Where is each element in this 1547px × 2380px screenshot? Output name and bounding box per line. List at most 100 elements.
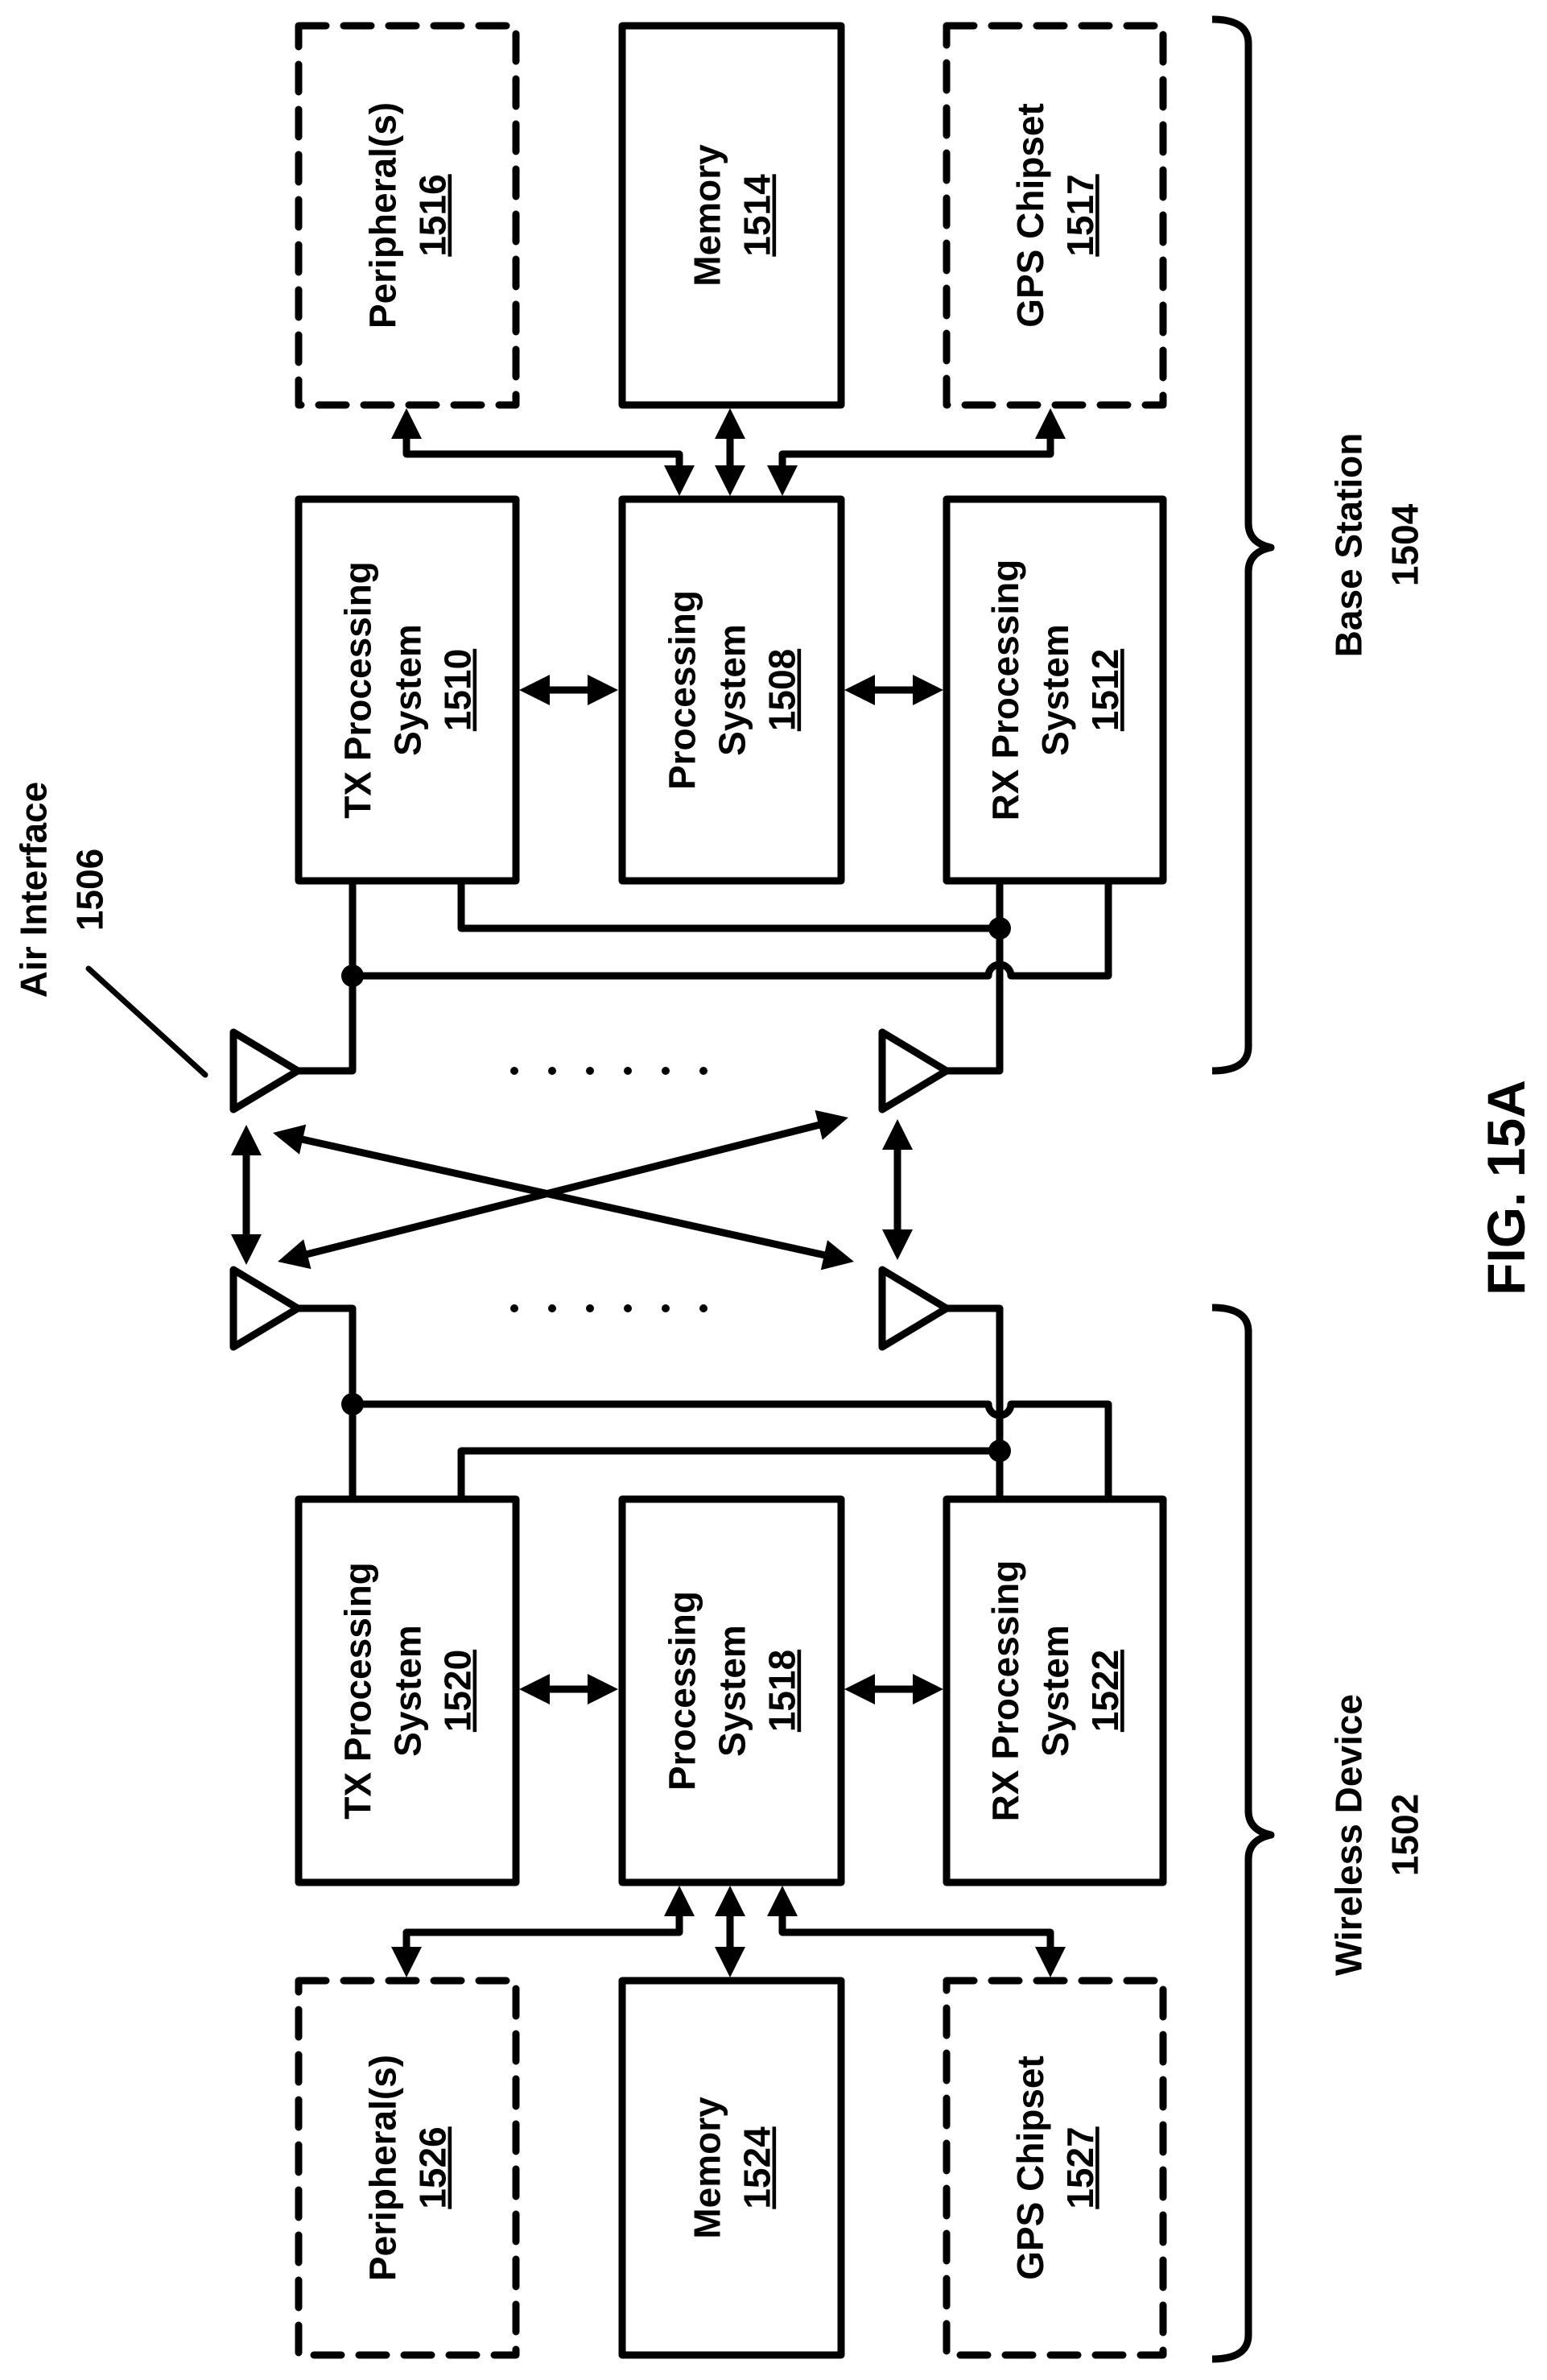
- proc-ref: 1518: [761, 1650, 803, 1732]
- bs-tx-proc-link-head-a: [519, 675, 550, 705]
- tx-label: TX Processing: [337, 1562, 379, 1820]
- rx-ref: 1512: [1084, 649, 1126, 731]
- proc-ref: 1508: [761, 649, 803, 731]
- bs-ellipsis-dot: [624, 1067, 632, 1075]
- labels: Peripheral(s)1516Memory1514GPS Chipset15…: [13, 102, 1536, 2281]
- bs-periph-proc-link: [406, 435, 679, 475]
- gps-ref: 1527: [1059, 2126, 1101, 2209]
- tx-label: System: [387, 624, 429, 756]
- bs-ellipsis-dot: [662, 1067, 670, 1075]
- air-link-right-head-b: [882, 1229, 913, 1260]
- proc-label: Processing: [662, 1591, 703, 1791]
- bs-ellipsis-dot: [548, 1067, 556, 1075]
- tx-ref: 1510: [437, 649, 479, 731]
- peripherals-label: Peripheral(s): [362, 102, 404, 328]
- tx-label: TX Processing: [337, 561, 379, 819]
- wd-periph-proc-link: [406, 1910, 679, 1955]
- tx-ref: 1520: [437, 1650, 479, 1732]
- wireless-device-ref: 1502: [1384, 1794, 1426, 1876]
- wd-gps-box: [947, 1981, 1163, 2355]
- wd-memory-box: [622, 1981, 841, 2355]
- bs-periph-head: [391, 408, 422, 439]
- air-cross-link-2-head-a: [274, 1239, 311, 1276]
- bs-memory-box: [622, 26, 841, 405]
- bs-gps-proc-link: [782, 435, 1050, 475]
- air-cross-link-2-head-b: [815, 1103, 852, 1140]
- wd-tx-proc-link-head-a: [519, 1674, 550, 1704]
- bs-ellipsis-dot: [586, 1067, 594, 1075]
- bs-ellipsis-dot: [510, 1067, 518, 1075]
- wd-tx-proc-link-head-b: [588, 1674, 618, 1704]
- peripherals-label: Peripheral(s): [362, 2055, 404, 2281]
- proc-label: System: [712, 624, 753, 756]
- bs-mem-proc-link-head-b: [715, 465, 745, 496]
- wireless-device-label-group: Wireless Device 1502: [1328, 1694, 1426, 1976]
- rx-ref: 1522: [1084, 1650, 1126, 1732]
- peripherals-ref: 1516: [412, 174, 454, 256]
- air-link-right-head-a: [882, 1119, 913, 1150]
- bs-proc-rx-link-head-a: [844, 675, 875, 705]
- boxes: [299, 26, 1163, 2355]
- wd-ellipsis-dot: [662, 1304, 670, 1312]
- bs-antenna-1: [233, 1032, 298, 1109]
- air-link-left-head-b: [231, 1234, 262, 1265]
- air-interface-label: Air Interface: [13, 782, 55, 998]
- bs-proc-rx-link-head-b: [913, 675, 943, 705]
- air-link-left-head-a: [231, 1125, 262, 1155]
- bs-antenna-2: [882, 1032, 947, 1109]
- memory-ref: 1524: [736, 2126, 778, 2209]
- peripherals-ref: 1526: [412, 2126, 454, 2209]
- base-station-ref: 1504: [1384, 503, 1426, 586]
- figure-title-group: FIG. 15A: [1476, 1080, 1536, 1295]
- bs-junction-rx: [988, 917, 1011, 940]
- base-station-brace: [1212, 19, 1271, 1071]
- base-station-label: Base Station: [1328, 433, 1370, 658]
- wd-peripherals-box: [299, 1981, 516, 2355]
- wd-mem-proc-link-head-a: [715, 1886, 745, 1916]
- figure-title: FIG. 15A: [1476, 1080, 1536, 1295]
- bs-ellipsis-dot: [699, 1067, 707, 1075]
- rx-label: System: [1034, 624, 1076, 756]
- memory-label: Memory: [687, 144, 728, 287]
- wd-antenna-2: [882, 1270, 947, 1347]
- bs-peripherals-box: [299, 26, 516, 405]
- wireless-device-brace: [1212, 1308, 1271, 2359]
- wd-gps-head: [1035, 1947, 1066, 1977]
- wireless-device-label: Wireless Device: [1328, 1694, 1370, 1976]
- wd-proc-rx-link-head-b: [913, 1674, 943, 1704]
- air-interface-leader: [89, 969, 205, 1075]
- gps-ref: 1517: [1059, 174, 1101, 256]
- bs-periph-proc-head: [664, 465, 695, 496]
- bs-gps-box: [947, 26, 1163, 405]
- wd-ellipsis-dot: [586, 1304, 594, 1312]
- tx-label: System: [387, 1625, 429, 1757]
- bs-tx-proc-link-head-b: [588, 675, 618, 705]
- bs-tx-feed-wire: [461, 881, 1000, 928]
- wd-gps-proc-link: [782, 1910, 1050, 1955]
- wd-periph-proc-head: [664, 1886, 695, 1916]
- wd-ellipsis-dot: [699, 1304, 707, 1312]
- proc-label: System: [712, 1625, 753, 1757]
- bs-mem-proc-link-head-a: [715, 408, 745, 439]
- gps-label: GPS Chipset: [1009, 2056, 1051, 2280]
- wd-ellipsis-dot: [548, 1304, 556, 1312]
- wd-proc-rx-link-head-a: [844, 1674, 875, 1704]
- bs-gps-head: [1035, 408, 1066, 439]
- wd-antenna-1: [233, 1270, 298, 1347]
- wd-gps-proc-head: [767, 1886, 798, 1916]
- rx-label: RX Processing: [984, 560, 1026, 821]
- air-cross-link-1-head-a: [270, 1118, 306, 1154]
- gps-label: GPS Chipset: [1009, 103, 1051, 328]
- wd-mem-proc-link-head-b: [715, 1947, 745, 1977]
- bs-gps-proc-head: [767, 465, 798, 496]
- wd-tx-feed-wire: [461, 1451, 1000, 1499]
- base-station-label-group: Base Station 1504: [1328, 433, 1426, 658]
- wd-ellipsis-dot: [510, 1304, 518, 1312]
- wd-periph-head: [391, 1947, 422, 1977]
- wd-junction-rx: [988, 1440, 1011, 1462]
- memory-ref: 1514: [736, 174, 778, 257]
- rx-label: RX Processing: [984, 1560, 1026, 1822]
- air-interface-label-group: Air Interface1506: [13, 782, 111, 998]
- air-cross-link-1-head-b: [821, 1240, 857, 1276]
